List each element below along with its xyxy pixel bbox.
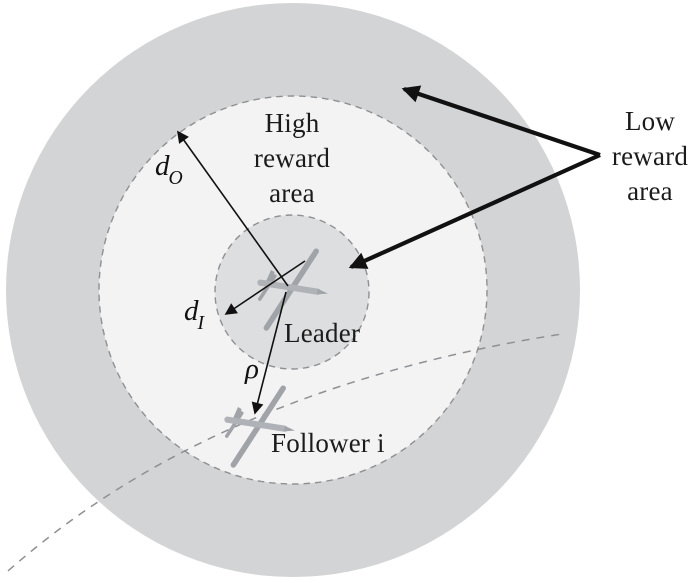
high-reward-area-label: High reward area (253, 108, 331, 208)
d-outer-label: dO (155, 150, 183, 189)
low-reward-pointer-arrow-inner (348, 153, 601, 269)
low-reward-area-label: Low reward area (611, 106, 689, 206)
d-inner-label: dI (184, 295, 205, 334)
rho-distance-arrow (251, 291, 287, 415)
rho-label: ρ (245, 353, 259, 385)
leader-label: Leader (284, 318, 361, 348)
follower-label: Follower i (271, 428, 385, 458)
low-reward-pointer-arrow-outer (401, 85, 601, 157)
d-outer-radius-arrow (177, 130, 289, 287)
d-inner-radius-arrow (224, 260, 306, 315)
